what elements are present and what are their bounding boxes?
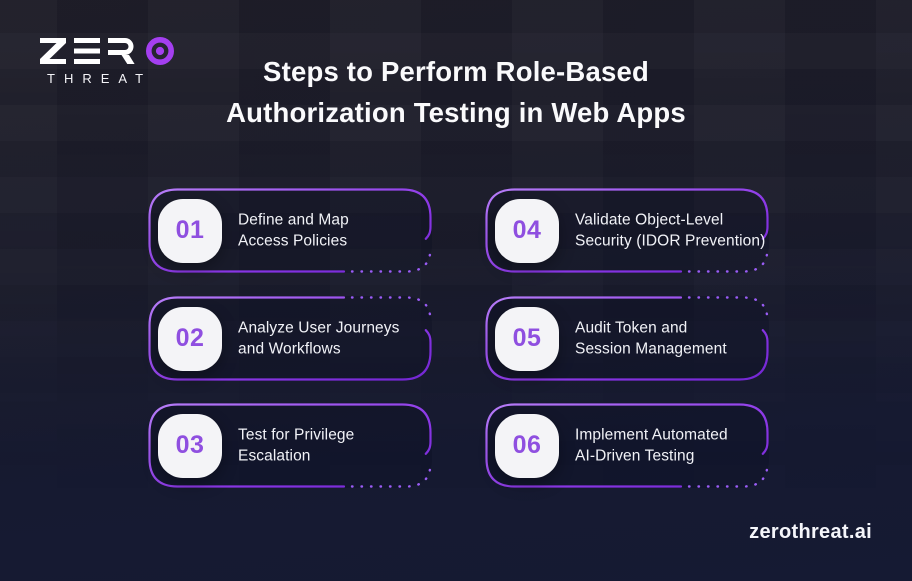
logo-tagline: THREAT (47, 71, 153, 86)
logo-bullseye-o-icon (146, 37, 175, 65)
step-number: 04 (512, 216, 542, 244)
step-label-line1: Implement Automated (575, 426, 728, 443)
step-number-badge: 01 (158, 198, 222, 263)
step-label-line1: Analyze User Journeys (238, 319, 400, 336)
step-label-line1: Define and Map (238, 211, 349, 228)
card-outline-decoration (485, 188, 769, 273)
website-link[interactable]: zerothreat.ai (749, 521, 872, 543)
step-card-1: 01 Define and Map Access Policies (148, 188, 432, 273)
step-label-line2: Access Policies (238, 232, 348, 250)
zerothreat-logo-icon: ZERO (40, 37, 175, 65)
step-number: 01 (175, 216, 205, 244)
step-number-badge: 04 (495, 198, 559, 263)
step-card-5: 05 Audit Token and Session Management (485, 296, 769, 381)
card-outline-decoration (485, 403, 769, 488)
step-number: 03 (175, 431, 205, 459)
dotted-trail (350, 246, 432, 273)
step-label-line2: Escalation (238, 447, 311, 465)
step-number: 05 (512, 324, 542, 352)
card-outline-decoration (148, 296, 432, 381)
step-label: Analyze User Journeys and Workflows (238, 317, 399, 360)
zerothreat-logo: ZERO THREAT (40, 36, 178, 86)
step-number: 06 (512, 431, 542, 459)
dotted-trail (350, 461, 432, 488)
step-label: Validate Object-Level Security (IDOR Pre… (575, 209, 765, 252)
step-number-badge: 06 (495, 413, 559, 478)
step-label: Define and Map Access Policies (238, 209, 349, 252)
step-label-line2: and Workflows (238, 340, 341, 358)
step-card-6: 06 Implement Automated AI-Driven Testing (485, 403, 769, 488)
step-label: Implement Automated AI-Driven Testing (575, 424, 728, 467)
step-label-line1: Audit Token and (575, 319, 688, 336)
step-label-line1: Test for Privilege (238, 426, 355, 443)
step-number-badge: 02 (158, 306, 222, 371)
step-card-2: 02 Analyze User Journeys and Workflows (148, 296, 432, 381)
card-outline-decoration (485, 296, 769, 381)
card-outline-decoration (148, 403, 432, 488)
step-card-3: 03 Test for Privilege Escalation (148, 403, 432, 488)
step-number-badge: 05 (495, 306, 559, 371)
step-label-line2: AI-Driven Testing (575, 447, 695, 465)
step-label-line2: Session Management (575, 340, 727, 358)
step-number: 02 (175, 324, 205, 352)
step-label: Audit Token and Session Management (575, 317, 727, 360)
card-outline-decoration (148, 188, 432, 273)
step-label: Test for Privilege Escalation (238, 424, 354, 467)
page-title-line1: Steps to Perform Role-Based (263, 56, 649, 87)
page-title: Steps to Perform Role-Based Authorizatio… (0, 51, 912, 133)
step-label-line1: Validate Object-Level (575, 211, 724, 228)
step-number-badge: 03 (158, 413, 222, 478)
page-title-line2: Authorization Testing in Web Apps (226, 97, 686, 128)
step-label-line2: Security (IDOR Prevention) (575, 232, 766, 250)
step-card-4: 04 Validate Object-Level Security (IDOR … (485, 188, 769, 273)
